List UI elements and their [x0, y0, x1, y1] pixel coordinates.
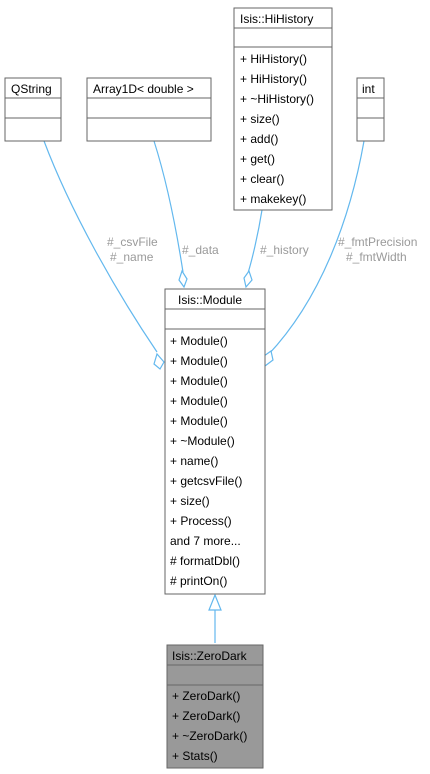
- hihistory-frame: [233, 7, 333, 211]
- module-members: + Module() + Module() + Module() + Module()…: [170, 334, 242, 588]
- zerodark-title: Isis::ZeroDark: [172, 649, 248, 663]
- module-member: + size(): [170, 494, 210, 508]
- hihistory-member: + size(): [240, 112, 280, 126]
- module-member: + Module(): [170, 334, 228, 348]
- edge-qstring-module: [43, 140, 158, 353]
- hihistory-member: + add(): [240, 132, 278, 146]
- module-member: # formatDbl(): [170, 554, 240, 568]
- zerodark-members: + ZeroDark() + ZeroDark() + ~ZeroDark() + S…: [172, 689, 247, 763]
- int-title: int: [362, 82, 375, 96]
- hihistory-members: + HiHistory() + HiHistory() + ~HiHistory()…: [240, 52, 314, 206]
- edge-label-history: #_history: [260, 243, 309, 257]
- module-member: + Process(): [170, 514, 232, 528]
- zerodark-member: + ZeroDark(): [172, 689, 240, 703]
- module-member: # printOn(): [170, 574, 227, 588]
- class-box-hihistory[interactable]: Isis::HiHistory + HiHistory()+ HiHistory…: [233, 7, 333, 211]
- class-box-int[interactable]: int: [356, 77, 385, 142]
- module-member: + getcsvFile(): [170, 474, 242, 488]
- hihistory-title: Isis::HiHistory: [240, 12, 313, 26]
- class-box-qstring[interactable]: QString: [4, 77, 62, 142]
- hihistory-member: + get(): [240, 152, 275, 166]
- qstring-title: QString: [11, 82, 52, 96]
- zerodark-member: + Stats(): [172, 749, 218, 763]
- array1d-title: Array1D< double >: [93, 82, 194, 96]
- class-box-zerodark[interactable]: Isis::ZeroDark + ZeroDark()+ ZeroDark()+…: [166, 644, 264, 769]
- int-frame: [356, 77, 385, 142]
- module-member: + ~Module(): [170, 434, 235, 448]
- edges: [43, 140, 365, 643]
- zerodark-member: + ZeroDark(): [172, 709, 240, 723]
- inheritance-arrow: [208, 593, 222, 611]
- edge-label-fmtprecision: #_fmtPrecision: [338, 235, 417, 249]
- class-box-module[interactable]: Isis::Module + Module()+ Module()+ Modul…: [164, 288, 266, 595]
- module-member: + Module(): [170, 354, 228, 368]
- hihistory-member: + makekey(): [240, 192, 306, 206]
- edge-hihistory-module: [247, 209, 263, 274]
- module-frame: [164, 288, 266, 595]
- class-box-array1d[interactable]: Array1D< double >: [86, 77, 212, 142]
- module-member: + Module(): [170, 414, 228, 428]
- aggregation-diamond-qstring: [153, 352, 165, 370]
- aggregation-diamond-array: [178, 269, 188, 289]
- module-title: Isis::Module: [178, 293, 242, 307]
- module-member: + Module(): [170, 394, 228, 408]
- edge-label-fmtwidth: #_fmtWidth: [346, 250, 407, 264]
- zerodark-member: + ~ZeroDark(): [172, 729, 247, 743]
- edge-label-csvfile: #_csvFile: [107, 235, 158, 249]
- module-member: and 7 more...: [170, 534, 241, 548]
- hihistory-member: + HiHistory(): [240, 72, 307, 86]
- module-member: + name(): [170, 454, 218, 468]
- hihistory-member: + clear(): [240, 172, 284, 186]
- edge-label-name: #_name: [110, 250, 154, 264]
- edge-int-module: [267, 140, 365, 356]
- qstring-frame: [4, 77, 62, 142]
- edge-labels: #_csvFile #_name #_data #_history #_fmtP…: [107, 235, 417, 264]
- hihistory-member: + ~HiHistory(): [240, 92, 314, 106]
- module-member: + Module(): [170, 374, 228, 388]
- edge-label-data: #_data: [182, 243, 219, 257]
- aggregation-diamond-hihistory: [243, 269, 253, 289]
- hihistory-member: + HiHistory(): [240, 52, 307, 66]
- array1d-frame: [86, 77, 212, 142]
- edge-array-module: [153, 140, 184, 273]
